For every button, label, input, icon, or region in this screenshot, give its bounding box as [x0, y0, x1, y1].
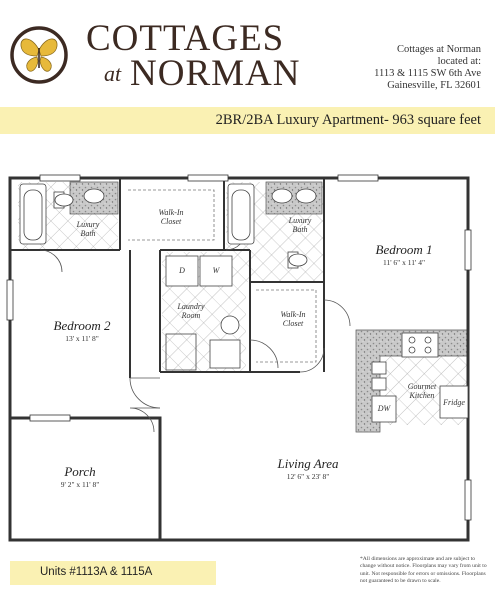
- washer-label: W: [212, 266, 220, 275]
- address-line-1: Cottages at Norman: [397, 44, 481, 55]
- brand-name-cottages: COTTAGES: [86, 18, 285, 59]
- kitchen-label-line2: Kitchen: [409, 391, 435, 401]
- address-line-2: located at:: [437, 56, 481, 67]
- closet-left-label-line2: Closet: [160, 217, 182, 227]
- kitchen-label-line1: Gourmet: [407, 382, 437, 391]
- laundry-label-line1: Laundry: [177, 302, 205, 311]
- living-area-label: Living Area: [277, 456, 339, 471]
- dryer-label: D: [179, 266, 185, 275]
- butterfly-logo-icon: [10, 26, 68, 84]
- closet-right-label-line1: Walk-In: [280, 310, 306, 319]
- bath-right-label-line2: Bath: [292, 225, 308, 235]
- closet-right-label: Walk-In Closet: [268, 310, 318, 328]
- units-banner: [10, 561, 216, 585]
- porch-dims: 9' 2" x 11' 8": [60, 480, 100, 489]
- disclaimer-text: *All dimensions are approximate and are …: [360, 556, 487, 584]
- fridge-label: Fridge: [443, 398, 465, 407]
- apartment-title: 2BR/2BA Luxury Apartment- 963 square fee…: [215, 112, 481, 128]
- floor-plan: [6, 174, 472, 542]
- bath-left-label-line2: Bath: [80, 229, 96, 239]
- brand-name-at: at: [104, 61, 122, 86]
- dishwasher-label: DW: [377, 404, 391, 413]
- title-banner: [0, 107, 495, 134]
- kitchen-label: Gourmet Kitchen: [394, 382, 450, 400]
- bedroom-1-label: Bedroom 1: [375, 242, 433, 257]
- bath-right-label-line1: Luxury: [288, 216, 312, 225]
- bedroom-2-dims: 13' x 11' 8": [65, 334, 99, 343]
- closet-left-label: Walk-In Closet: [146, 208, 196, 226]
- address-line-4: Gainesville, FL 32601: [387, 80, 481, 91]
- closet-right-label-line2: Closet: [282, 319, 304, 329]
- address-line-3: 1113 & 1115 SW 6th Ave: [374, 68, 481, 79]
- porch-label: Porch: [64, 464, 96, 479]
- closet-left-label-line1: Walk-In: [158, 208, 184, 217]
- units-label: Units #1113A & 1115A: [40, 566, 153, 578]
- bath-right-label: Luxury Bath: [278, 216, 322, 234]
- brand-name-norman: NORMAN: [130, 53, 301, 94]
- bedroom-1-dims: 11' 6" x 11' 4": [382, 258, 426, 267]
- laundry-label-line2: Room: [181, 311, 201, 321]
- bedroom-2-label: Bedroom 2: [53, 318, 111, 333]
- bath-left-label: Luxury Bath: [66, 220, 110, 238]
- laundry-label: Laundry Room: [166, 302, 216, 320]
- living-area-dims: 12' 6" x 23' 8": [286, 472, 330, 481]
- bath-left-label-line1: Luxury: [76, 220, 100, 229]
